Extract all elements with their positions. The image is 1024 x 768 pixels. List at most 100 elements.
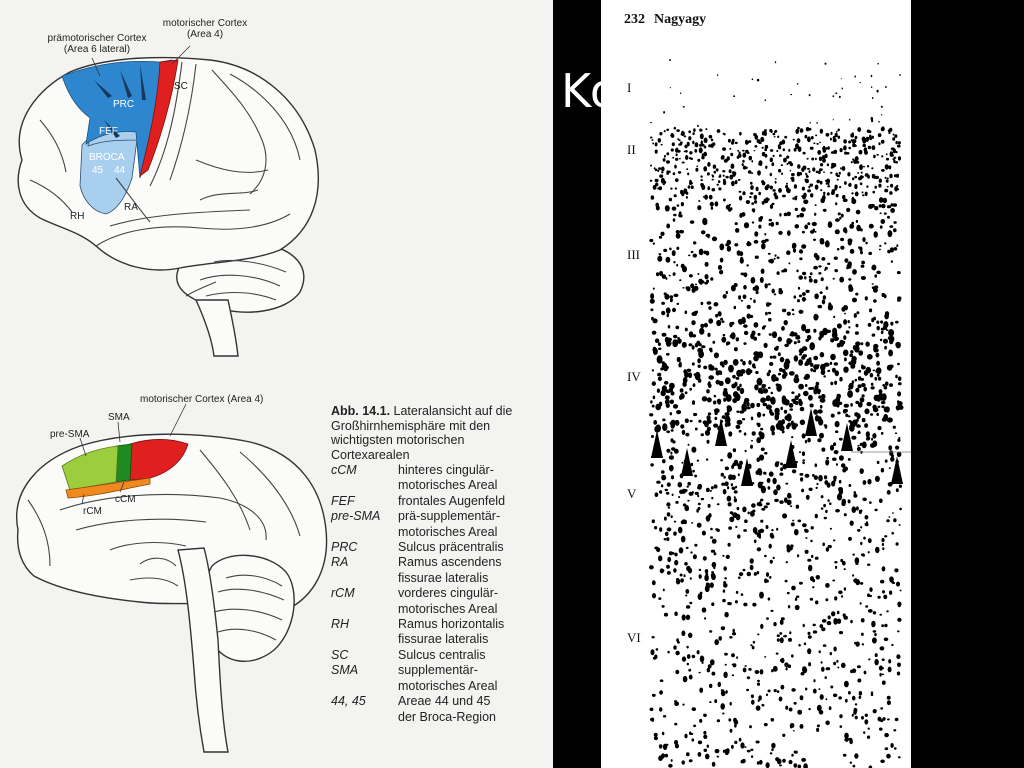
- layer-label-4: IV: [627, 369, 641, 384]
- abbreviation-key: [331, 478, 398, 493]
- abbreviation-row: pre-SMA prä-supplementär-: [331, 509, 546, 524]
- gutter: [553, 0, 601, 768]
- cingulate-motor-region: [65, 477, 151, 499]
- textbook-page-right: 232 Nagyagy I II III IV V VI: [601, 0, 911, 768]
- abbreviation-definition: supplementär-: [398, 663, 478, 678]
- abbreviation-key: [331, 710, 398, 725]
- area-45-label: 45: [92, 165, 104, 176]
- abbreviation-row: fissurae lateralis: [331, 632, 546, 647]
- abbreviation-definition: motorisches Areal: [398, 478, 498, 493]
- premotor-label-line1: prämotorischer Cortex: [47, 33, 147, 44]
- caption-text: Lateralansicht auf die Großhirnhemisphär…: [331, 404, 513, 462]
- abbreviation-row: cCM hinteres cingulär-: [331, 463, 546, 478]
- sc-label: SC: [174, 81, 188, 92]
- abbreviation-row: SMA supplementär-: [331, 663, 546, 678]
- motor-cortex-region: [139, 59, 179, 177]
- abbreviation-definition: motorisches Areal: [398, 524, 498, 539]
- caption-number: Abb. 14.1.: [331, 404, 391, 418]
- abbreviation-key: FEF: [331, 493, 355, 508]
- abbreviation-definition: motorisches Areal: [398, 601, 498, 616]
- abbreviation-definition: hinteres cingulär-: [398, 463, 494, 477]
- abbreviation-definition: motorisches Areal: [398, 678, 498, 693]
- abbreviation-row: RA Ramus ascendens: [331, 555, 546, 570]
- abbreviation-key: 44, 45: [331, 694, 366, 709]
- abbreviation-definition: Ramus horizontalis: [398, 617, 505, 632]
- abbreviation-row: der Broca-Region: [331, 710, 546, 725]
- cortex-cell-stain: [649, 59, 911, 768]
- abbreviation-definition: prä-supplementär-: [398, 509, 501, 524]
- abbreviation-definition: Sulcus präcentralis: [398, 540, 504, 555]
- abbreviation-definition: fissurae lateralis: [398, 570, 489, 585]
- abbreviation-definition: Areae 44 und 45: [398, 694, 491, 709]
- abbreviation-key: [331, 571, 398, 586]
- ra-label: RA: [124, 202, 138, 213]
- abbreviation-definition: frontales Augenfeld: [398, 493, 506, 508]
- premotor-cortex-label: prämotorischer Cortex (Area 6 lateral): [22, 33, 172, 55]
- lateral-brain-illustration: [17, 45, 319, 357]
- abbreviation-row: fissurae lateralis: [331, 571, 546, 586]
- label-leaders: [91, 45, 191, 77]
- motor-cortex-label: motorischer Cortex (Area 4): [150, 18, 260, 40]
- abbreviation-row: rCM vorderes cingulär-: [331, 586, 546, 601]
- sulcus-lines: [94, 64, 146, 138]
- abbreviation-key: rCM: [331, 586, 355, 601]
- medial-motor-cortex-region: [129, 439, 189, 481]
- medial-motor-label: motorischer Cortex (Area 4): [140, 394, 264, 405]
- abbreviation-key: [331, 525, 398, 540]
- slide-title: Ko: [561, 64, 620, 118]
- abbreviation-row: PRC Sulcus präcentralis: [331, 540, 546, 555]
- ccm-label: cCM: [115, 494, 136, 505]
- layer-label-3: III: [627, 247, 640, 262]
- abbreviation-row: 44, 45 Areae 44 und 45: [331, 694, 546, 709]
- figure-caption: Abb. 14.1. Lateralansicht auf die Großhi…: [331, 404, 546, 725]
- abbreviation-key: SMA: [331, 663, 359, 678]
- medial-label-leaders: [79, 403, 187, 505]
- medial-gyri: [27, 449, 301, 641]
- abbreviation-key: RH: [331, 617, 350, 632]
- sma-label: SMA: [108, 412, 130, 423]
- abbreviation-row: RH Ramus horizontalis: [331, 617, 546, 632]
- abbreviation-key: PRC: [331, 540, 358, 555]
- pre-sma-label: pre-SMA: [50, 429, 90, 440]
- abbreviation-row: motorisches Areal: [331, 525, 546, 540]
- caption-title: Abb. 14.1. Lateralansicht auf die Großhi…: [331, 404, 546, 462]
- page-header: 232 Nagyagy: [624, 12, 715, 28]
- abbreviation-definition: der Broca-Region: [398, 709, 496, 724]
- prc-label: PRC: [113, 99, 135, 110]
- lateral-gyri: [29, 61, 301, 301]
- pre-sma-region: [61, 445, 119, 491]
- abbreviation-key: SC: [331, 647, 349, 662]
- abbreviation-key: [331, 679, 398, 694]
- abbreviation-key: RA: [331, 555, 349, 570]
- layer-label-1: I: [627, 80, 632, 95]
- textbook-page-left: prämotorischer Cortex (Area 6 lateral) m…: [0, 0, 553, 768]
- rcm-label: rCM: [83, 506, 102, 517]
- neuron-dots: [649, 59, 904, 768]
- author-name: Nagyagy: [654, 12, 707, 27]
- abbreviation-row: motorisches Areal: [331, 478, 546, 493]
- abbreviation-key: [331, 602, 398, 617]
- broca-label: BROCA: [89, 152, 125, 163]
- area-44-label: 44: [114, 165, 126, 176]
- abbreviation-row: motorisches Areal: [331, 602, 546, 617]
- abbreviation-definition: Ramus ascendens: [398, 555, 502, 570]
- layer-label-2: II: [627, 142, 636, 157]
- fef-label: FEF: [99, 126, 118, 137]
- abbreviation-key: [331, 632, 398, 647]
- layer-label-6: VI: [627, 630, 641, 645]
- abbreviation-key: pre-SMA: [331, 509, 381, 524]
- medial-brain-illustration: [16, 403, 328, 753]
- abbreviation-key: cCM: [331, 463, 357, 477]
- motor-label-line1: motorischer Cortex: [162, 18, 248, 29]
- abbreviation-row: FEF frontales Augenfeld: [331, 494, 546, 509]
- rh-label: RH: [70, 211, 85, 222]
- abbreviation-definition: vorderes cingulär-: [398, 586, 499, 601]
- page-number: 232: [624, 12, 645, 27]
- abbreviation-definition: Sulcus centralis: [398, 647, 486, 662]
- medial-brain-outline: [16, 433, 328, 753]
- motor-label-line2: (Area 4): [186, 29, 224, 40]
- abbreviation-definition: fissurae lateralis: [398, 632, 489, 647]
- layer-label-5: V: [627, 486, 637, 501]
